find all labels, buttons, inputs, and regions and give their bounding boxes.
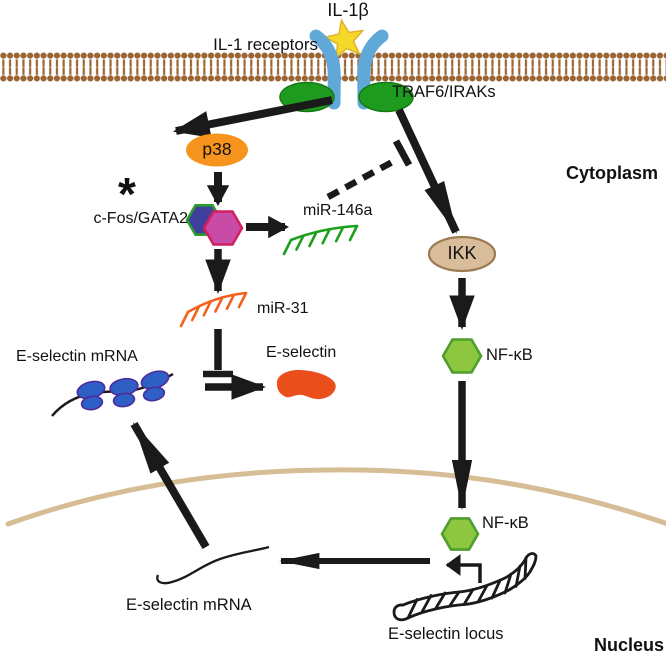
traf6-oval-right [358, 81, 414, 113]
eselectin-protein [276, 370, 336, 400]
label-nfkb-cytoplasm: NF-κB [486, 346, 533, 364]
mir31-structure [179, 291, 248, 328]
mir146a-teeth [282, 224, 359, 256]
dashed-inhibitor-line [326, 157, 398, 200]
dna-rungs [406, 556, 528, 620]
label-il1b: IL-1β [327, 0, 369, 20]
label-traf6-iraks: TRAF6/IRAKs [392, 83, 496, 101]
mir31-teeth [179, 291, 248, 328]
label-cfos-gata2: c-Fos/GATA2 [93, 210, 188, 227]
il1b-ligand-star [323, 18, 365, 60]
label-ikk: IKK [447, 243, 477, 263]
eselectin-mrna-polysome [51, 370, 174, 417]
label-eselectin: E-selectin [266, 344, 337, 361]
label-nucleus: Nucleus [593, 635, 664, 655]
cfos-gata2-complex [185, 204, 244, 246]
eselectin-locus-dna [392, 552, 538, 622]
label-eselectin-mrna-nucleus: E-selectin mRNA [126, 596, 252, 614]
dashed-inhibitor-cap [392, 139, 413, 167]
mir146a-structure [282, 224, 359, 256]
transcription-start-arrow [445, 553, 482, 583]
nuclear-mrna-squiggle [156, 545, 270, 585]
inhibition-mir31-tbar [203, 329, 233, 378]
label-p38: p38 [202, 139, 232, 159]
ikk-oval [427, 235, 497, 273]
label-il1-receptors: IL-1 receptors [213, 35, 318, 54]
mir146a-spine [289, 224, 359, 242]
dna-left-hook [392, 603, 410, 622]
label-asterisk: * [118, 168, 136, 220]
ribosome [80, 395, 104, 411]
label-mir31: miR-31 [257, 300, 309, 317]
label-mir146a: miR-146a [303, 202, 373, 219]
nfkb-hexagon-cytoplasm [441, 338, 483, 374]
gata2-hexagon [202, 210, 244, 246]
arrow-traf6-to-ikk [395, 108, 460, 235]
nuclear-envelope [5, 467, 666, 527]
ribosome [142, 386, 166, 402]
dna-right-hook [524, 552, 538, 572]
mir31-spine [186, 291, 248, 314]
label-eselectin-mrna-cytoplasm: E-selectin mRNA [16, 348, 138, 365]
nfkb-hexagon-nucleus [440, 517, 480, 551]
arrow-mrna-export-to-cytoplasm [130, 421, 210, 550]
arrow-receptor-to-p38 [172, 96, 333, 138]
ribosome [112, 392, 136, 408]
label-nfkb-nucleus: NF-κB [482, 514, 529, 532]
p38-oval [186, 133, 248, 167]
label-cytoplasm: Cytoplasm [565, 163, 658, 183]
label-eselectin-locus: E-selectin locus [388, 625, 504, 643]
inhibition-mir146a-dashed [326, 139, 413, 200]
